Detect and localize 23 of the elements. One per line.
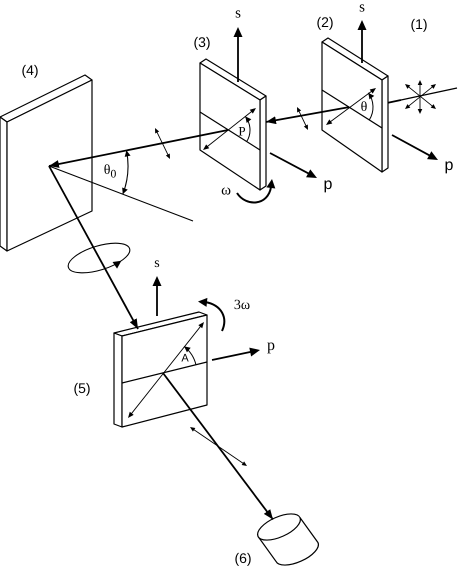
component-number: (4) [21, 63, 39, 77]
component-number: (6) [234, 551, 252, 565]
axis-label: s [154, 257, 160, 271]
component-number: (2) [316, 15, 334, 29]
light-beam [48, 129, 228, 168]
angle-label: θ$_{0}$ [104, 164, 116, 180]
light-beam [388, 99, 402, 104]
rotation-label: 3ω [234, 299, 250, 313]
axis-label: p [267, 338, 275, 354]
light-beam [48, 166, 139, 330]
axis-label: p [324, 177, 332, 193]
component-number: (1) [410, 17, 428, 31]
component-number: (5) [73, 381, 91, 395]
light-beam [162, 372, 274, 520]
axis-label: p [444, 158, 454, 174]
axis-label: s [359, 0, 365, 16]
light-beam [266, 106, 350, 124]
angle-label: A [181, 354, 189, 364]
angle-label: P [238, 124, 246, 138]
rotation-label: ω [221, 184, 231, 198]
component-number: (3) [193, 35, 211, 49]
axis-label: s [235, 6, 241, 22]
angle-label: θ [360, 101, 368, 115]
